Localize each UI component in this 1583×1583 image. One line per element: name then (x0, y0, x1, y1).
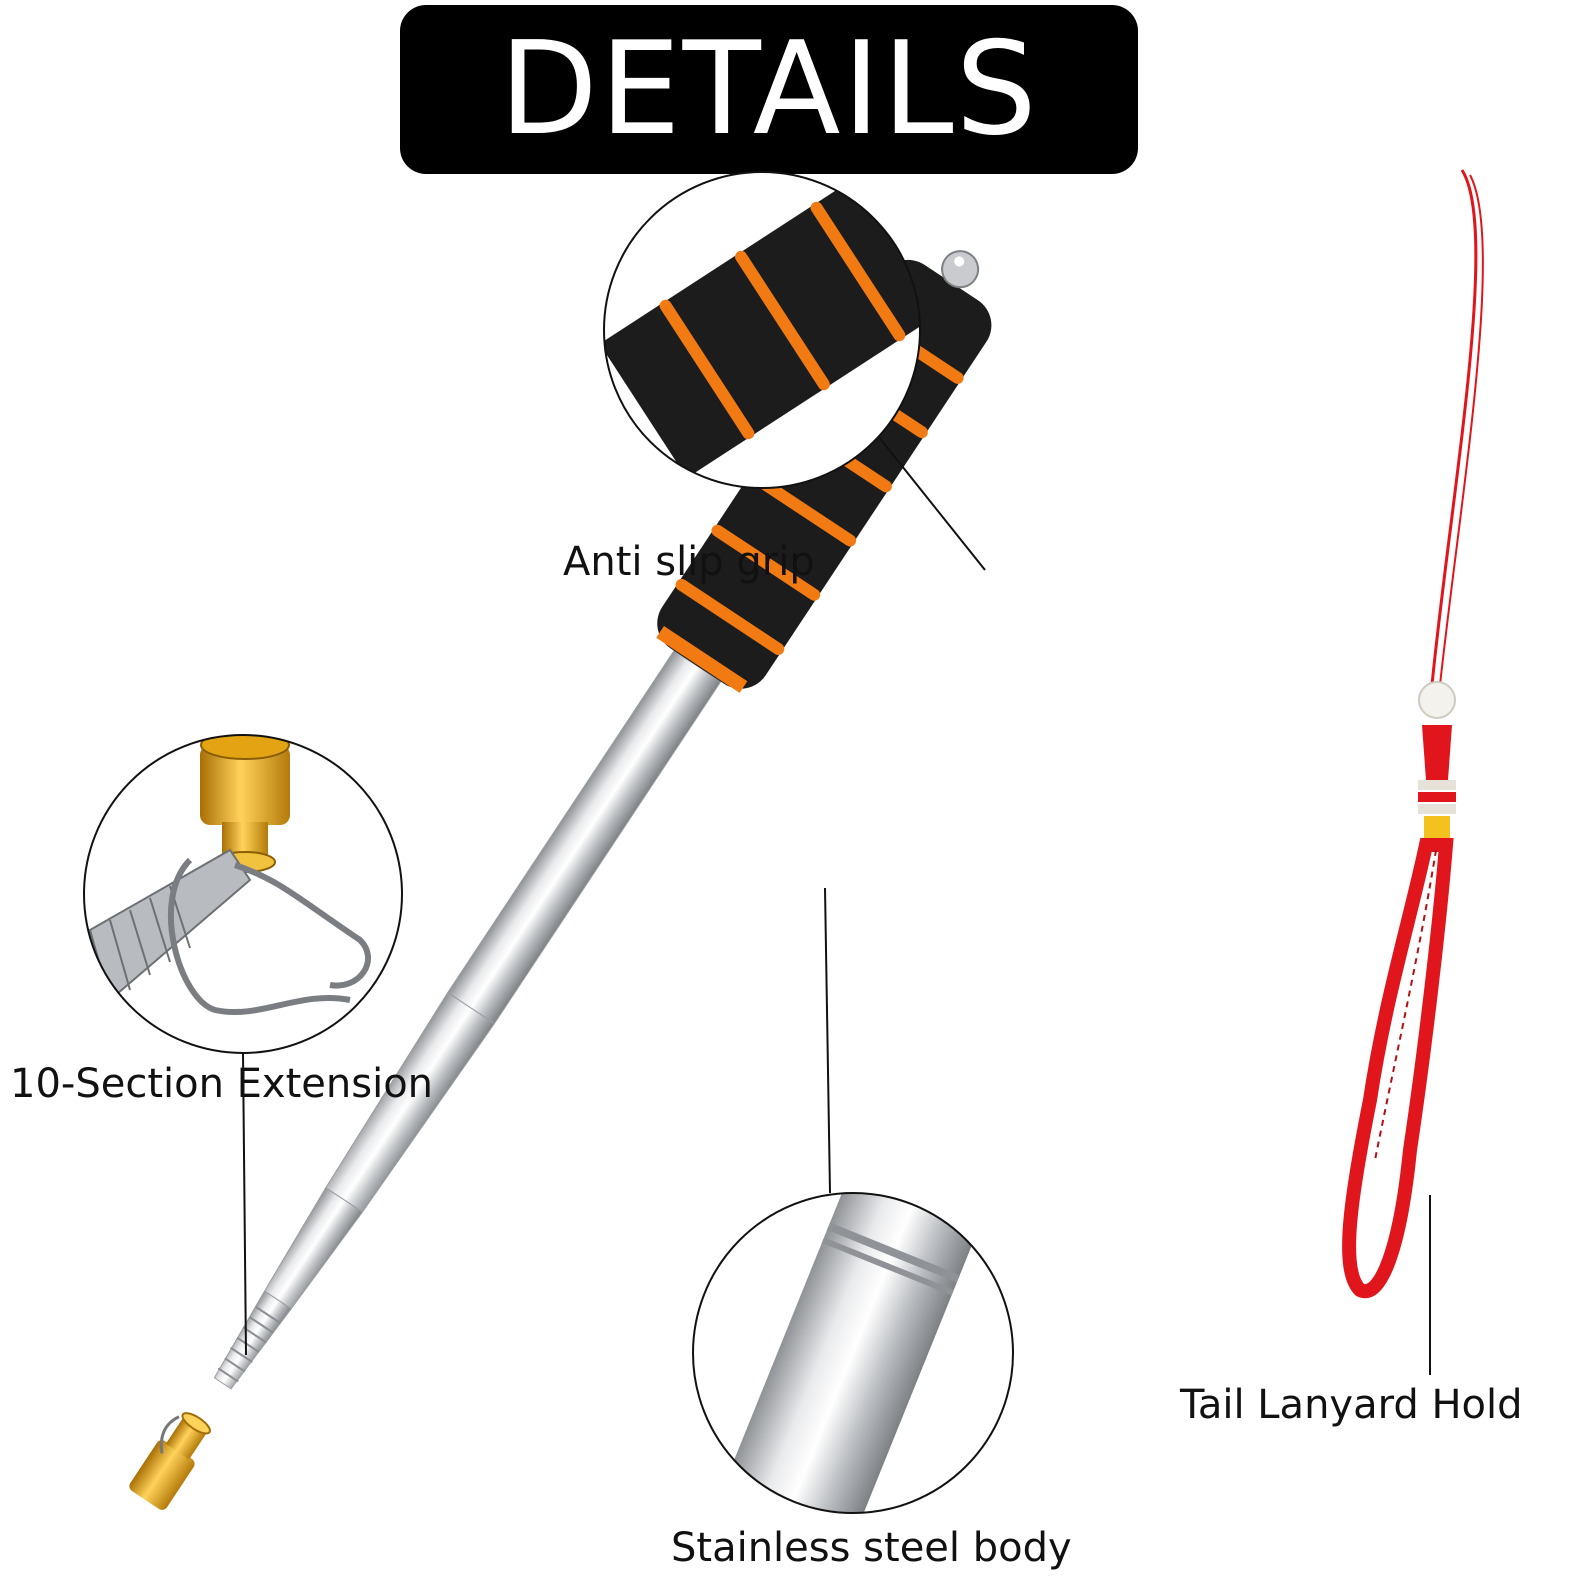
callout-line-grip (877, 435, 986, 571)
lanyard (1342, 169, 1484, 1299)
callout-line-body (824, 887, 831, 1194)
detail-circle-grip (603, 171, 986, 571)
detail-circle-tip (83, 734, 403, 1356)
label-stainless-body: Stainless steel body (671, 1525, 1072, 1571)
title-banner: DETAILS (400, 5, 1138, 174)
label-tail-lanyard: Tail Lanyard Hold (1180, 1382, 1523, 1428)
page-title: DETAILS (499, 14, 1039, 164)
callout-line-extension (242, 1052, 247, 1356)
label-section-extension: 10-Section Extension (10, 1061, 434, 1107)
label-anti-slip-grip: Anti slip grip (563, 539, 815, 585)
detail-circle-body (692, 887, 1014, 1514)
